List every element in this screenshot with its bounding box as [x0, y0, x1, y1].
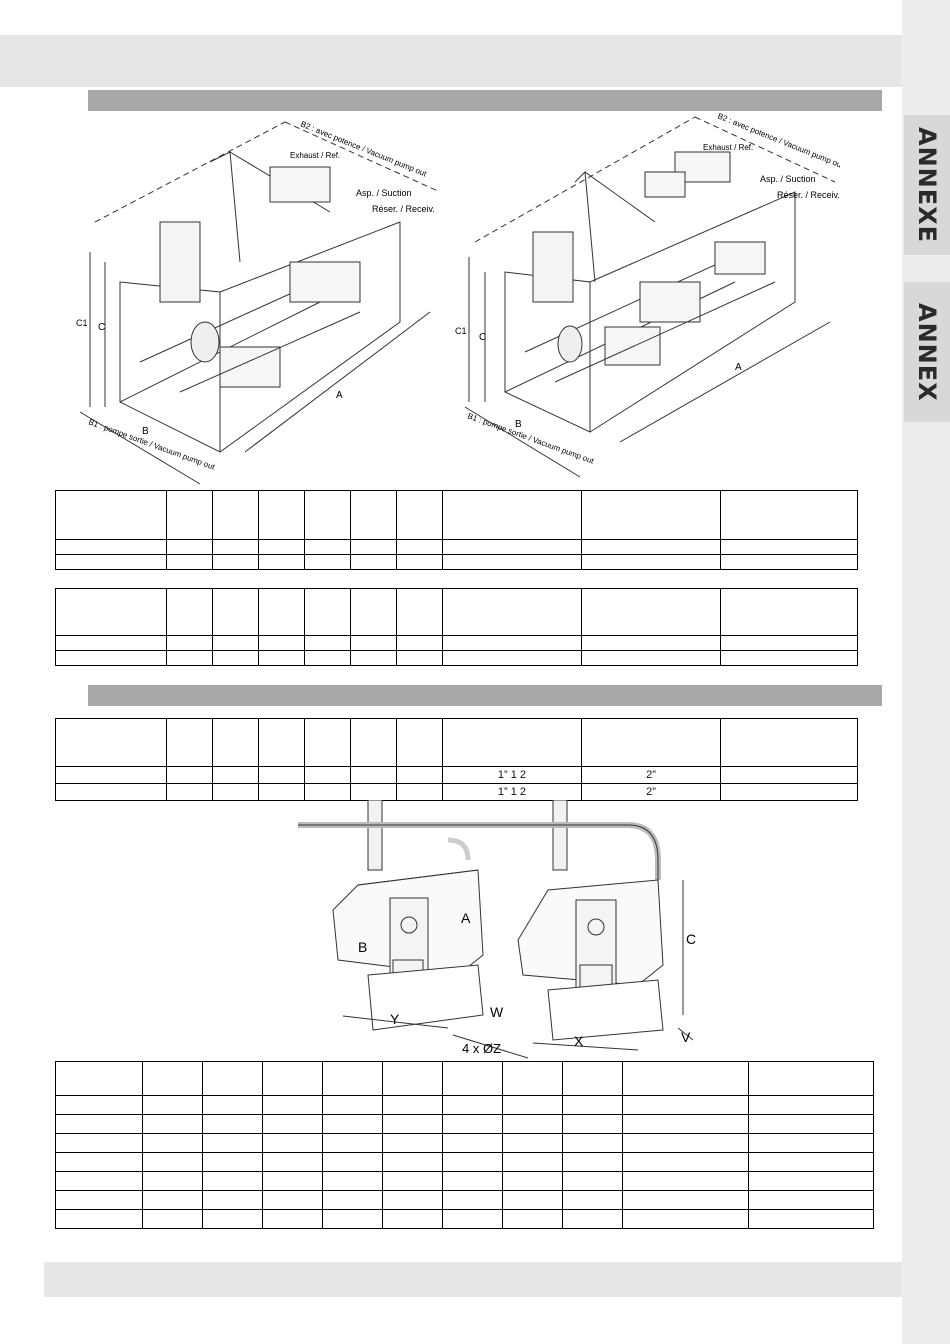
table-4-row [55, 1190, 874, 1210]
right-label-c: C [479, 332, 486, 343]
header-band [0, 35, 902, 87]
table-3-cell [212, 783, 259, 801]
dimension-table-3: 1” 1 2 2” 1” 1 2 2” [55, 718, 858, 801]
table-3-cell [258, 766, 305, 784]
bottom-label-v: V [681, 1029, 691, 1045]
table-3-row: 1” 1 2 2” [55, 766, 858, 784]
table-2-row [55, 650, 858, 666]
table-4-row [55, 1095, 874, 1115]
footer-band [44, 1262, 902, 1297]
bottom-label-holes: 4 x ØZ [462, 1041, 501, 1056]
table-2-header-row [55, 588, 858, 636]
table-3-cell [350, 783, 397, 801]
section-bar-2 [88, 685, 882, 706]
table-3-cell: 2” [581, 783, 721, 801]
bottom-label-c: C [686, 931, 696, 947]
table-2-row [55, 635, 858, 651]
table-3-cell [55, 783, 167, 801]
pump-station-drawing-left: B2 : avec potence / Vacuum pump out B1 :… [76, 120, 440, 485]
table-4-header-row [55, 1061, 874, 1096]
table-4-row [55, 1209, 874, 1229]
left-label-c: C [98, 322, 105, 333]
side-tab-annex-label: ANNEX [913, 302, 941, 402]
right-receiver-label: Réser. / Receiv. [777, 190, 840, 200]
left-exhaust-label: Exhaust / Ref. [290, 151, 340, 160]
bottom-label-w: W [490, 1004, 504, 1020]
table-3-row: 1” 1 2 2” [55, 783, 858, 801]
table-3-cell: 2” [581, 766, 721, 784]
table-4-row [55, 1133, 874, 1153]
left-suction-label: Asp. / Suction [356, 188, 412, 198]
bottom-label-y: Y [390, 1011, 400, 1027]
table-3-cell [720, 766, 858, 784]
right-label-c1: C1 [455, 326, 467, 336]
table-4-row [55, 1114, 874, 1134]
left-label-c1: C1 [76, 318, 88, 328]
right-label-a: A [735, 362, 742, 373]
bottom-label-a: A [461, 910, 471, 926]
table-3-cell: 1” 1 2 [442, 766, 582, 784]
table-3-cell [396, 783, 443, 801]
bottom-label-x: X [574, 1033, 584, 1049]
dimension-table-4 [55, 1061, 874, 1229]
table-1-row [55, 554, 858, 570]
left-dim-bottom: B1 : pompe sortie / Vacuum pump out [87, 417, 216, 471]
right-exhaust-label: Exhaust / Ref. [703, 143, 753, 152]
table-3-cell [258, 783, 305, 801]
table-3-cell [720, 783, 858, 801]
left-label-a: A [336, 390, 343, 401]
table-1-header-row [55, 490, 858, 540]
table-4-row [55, 1152, 874, 1172]
left-label-b: B [142, 426, 149, 437]
table-3-cell [396, 766, 443, 784]
table-3-cell [304, 766, 351, 784]
left-receiver-label: Réser. / Receiv. [372, 204, 435, 214]
section-bar-1 [88, 90, 882, 111]
pump-pair-drawing: A B C W Y X V 4 x ØZ [298, 800, 696, 1059]
table-3-cell [55, 766, 167, 784]
table-3-cell [166, 766, 213, 784]
side-tab-annexe-label: ANNEXE [913, 126, 941, 244]
table-3-cell [212, 766, 259, 784]
dimension-table-1 [55, 490, 858, 570]
table-3-cell: 1” 1 2 [442, 783, 582, 801]
right-label-b: B [515, 419, 522, 430]
table-1-row [55, 539, 858, 555]
right-dim-top: B2 : avec potence / Vacuum pump out [716, 112, 840, 171]
right-suction-label: Asp. / Suction [760, 174, 816, 184]
table-3-header-row [55, 718, 858, 767]
table-3-cell [350, 766, 397, 784]
table-3-cell [304, 783, 351, 801]
dimension-table-2 [55, 588, 858, 666]
side-tab-annexe[interactable]: ANNEXE [904, 115, 950, 255]
side-tab-annex[interactable]: ANNEX [904, 282, 950, 422]
table-3-cell [166, 783, 213, 801]
right-dim-bottom: B1 : pompe sortie / Vacuum pump out [466, 411, 595, 465]
pump-station-drawing-right: B2 : avec potence / Vacuum pump out B1 :… [455, 112, 840, 478]
table-4-row [55, 1171, 874, 1191]
bottom-label-b: B [358, 939, 367, 955]
